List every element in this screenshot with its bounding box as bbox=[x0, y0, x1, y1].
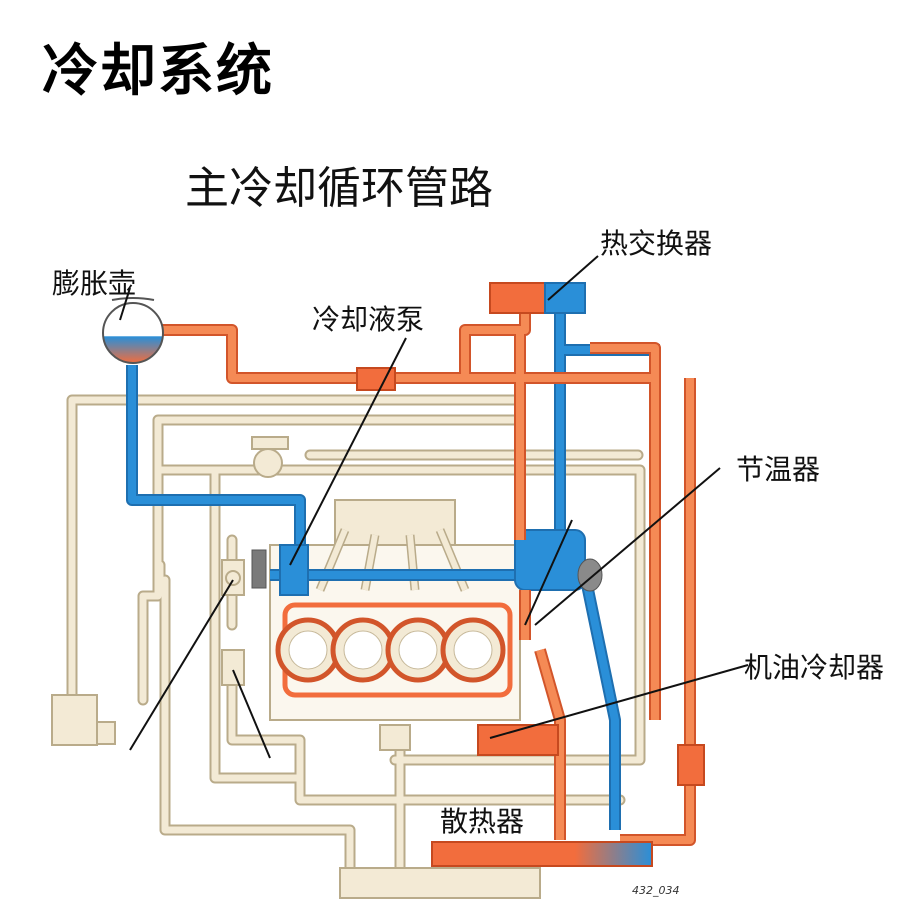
label-oil-cooler: 机油冷却器 bbox=[744, 651, 885, 684]
radiator-body bbox=[431, 841, 653, 867]
return-valve bbox=[677, 744, 705, 786]
diagram-subtitle: 主冷却循环管路 bbox=[185, 163, 493, 214]
coolant-pump-body bbox=[279, 544, 309, 596]
auxiliary-tank bbox=[51, 694, 98, 746]
sensor-cap bbox=[251, 436, 289, 450]
valve bbox=[221, 559, 245, 596]
inline-valve bbox=[356, 367, 396, 391]
valve-icon bbox=[225, 570, 241, 586]
pump-pulley bbox=[251, 549, 267, 589]
label-expansion-tank: 膨胀壶 bbox=[52, 267, 137, 300]
page-title: 冷却系统 bbox=[42, 39, 274, 104]
bottom-reservoir bbox=[339, 867, 541, 899]
intake-plenum bbox=[334, 499, 456, 546]
sensor-round bbox=[253, 448, 283, 478]
check-valve bbox=[221, 649, 245, 686]
figure-code: 432_034 bbox=[632, 884, 680, 897]
cylinders bbox=[275, 602, 513, 698]
auxiliary-tank-outlet bbox=[96, 721, 116, 745]
label-thermostat: 节温器 bbox=[736, 453, 821, 486]
drain-block bbox=[379, 724, 411, 751]
expansion-tank-cap bbox=[111, 297, 155, 301]
leader-lines bbox=[119, 255, 749, 759]
label-radiator: 散热器 bbox=[440, 805, 525, 838]
cold-circuit bbox=[126, 290, 660, 830]
label-coolant-pump: 冷却液泵 bbox=[312, 303, 425, 336]
expansion-tank-body bbox=[102, 302, 164, 364]
label-heat-exchanger: 热交换器 bbox=[600, 227, 713, 260]
neutral-pipes bbox=[66, 394, 646, 876]
